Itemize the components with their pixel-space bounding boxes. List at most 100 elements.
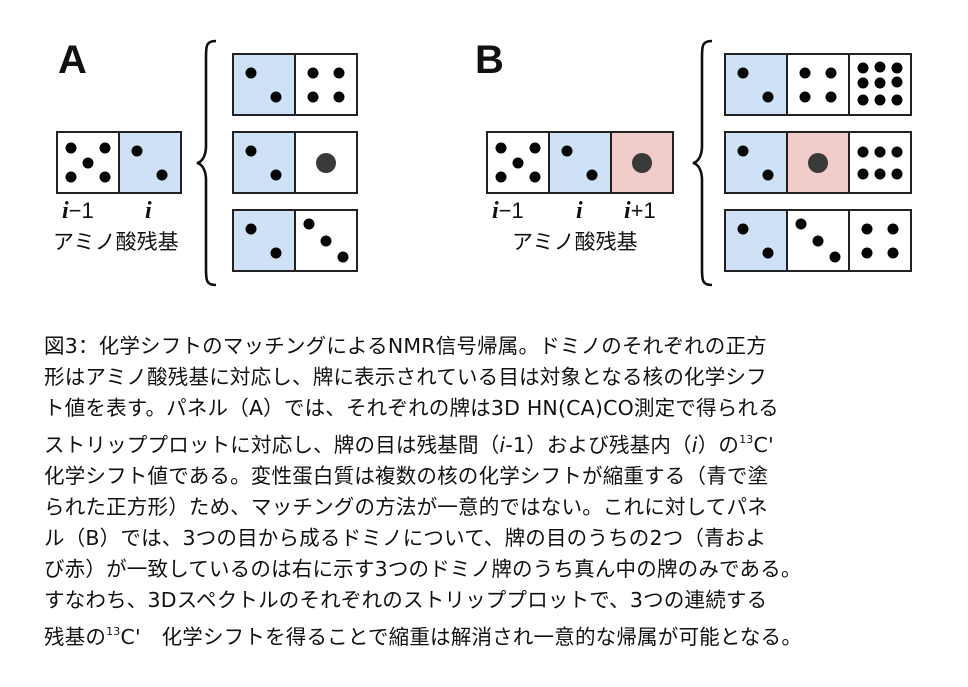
pip-dot (65, 171, 77, 183)
caption-line: ト値を表す。パネル（A）では、それぞれの牌は3D HN(CA)CO測定で得られる (44, 396, 779, 420)
pip-dot (561, 145, 573, 157)
domino-square-white (294, 53, 358, 116)
pip-dot (333, 91, 345, 103)
pip-dot (874, 61, 886, 73)
panel-a-candidate-domino (232, 131, 358, 194)
caption-text: C' (753, 433, 774, 457)
caption-text: 残基の (44, 625, 107, 649)
domino-square-blue (232, 209, 296, 272)
domino-square-blue (724, 131, 788, 194)
pip-dot (891, 62, 903, 74)
domino-square-blue (232, 53, 296, 116)
panel-b-label: B (475, 38, 504, 82)
panel-a-residue-caption: アミノ酸残基 (53, 230, 179, 254)
panel-a-query-domino (56, 131, 182, 194)
pip-dot (99, 171, 111, 183)
italic-i: i (492, 198, 499, 224)
domino-square-blue (724, 53, 788, 116)
caption-text: -1）および残基内（ (505, 433, 692, 457)
italic-i: i (576, 198, 583, 224)
pip-dot (529, 171, 541, 183)
pip-dot (737, 223, 749, 235)
caption-line: られた正方形）ため、マッチングの方法が一意的ではない。これに対してパネ (44, 495, 768, 519)
pip-dot (861, 247, 873, 259)
pip-dot (795, 218, 807, 230)
caption-text: ）の (697, 433, 740, 457)
pip-dot (887, 223, 899, 235)
domino-square-white (294, 209, 358, 272)
minus-one: −1 (68, 198, 94, 223)
domino-square-white (486, 131, 550, 194)
pip-dot (333, 67, 345, 79)
pip-dot (799, 91, 811, 103)
pip-dot (825, 91, 837, 103)
minus-one: −1 (498, 198, 524, 223)
pip-dot (316, 152, 336, 173)
caption-line: 化学シフト値である。変性蛋白質は複数の核の化学シフトが縮重する（青で塗 (44, 464, 769, 488)
italic-i: i (62, 198, 69, 224)
pip-dot (307, 67, 319, 79)
domino-square-blue (118, 131, 182, 194)
pip-dot (632, 152, 652, 173)
pip-dot (65, 142, 77, 154)
pip-dot (874, 146, 886, 158)
caption-line: び赤）が一致しているのは右に示す3つのドミノ牌のうち真ん中の牌のみである。 (44, 557, 802, 581)
pip-dot (245, 145, 257, 157)
domino-square-blue (724, 209, 788, 272)
panel-a-candidate-domino (232, 209, 358, 272)
pip-dot (337, 251, 349, 263)
pip-dot (857, 168, 869, 180)
pip-dot (857, 94, 869, 106)
pip-dot (874, 168, 886, 180)
pip-dot (861, 223, 873, 235)
panel-b-label-i-minus-1: i−1 (492, 198, 524, 225)
pip-dot (762, 169, 774, 181)
pip-dot (495, 142, 507, 154)
italic-i: i (624, 198, 631, 224)
pip-dot (874, 77, 886, 89)
pip-dot (99, 142, 111, 154)
panel-b-label-i-plus-1: i+1 (624, 198, 656, 225)
panel-b-candidate-domino (724, 131, 912, 194)
pip-dot (762, 247, 774, 259)
pip-dot (495, 171, 507, 183)
pip-dot (891, 146, 903, 158)
panel-b-label-i: i (576, 198, 583, 225)
pip-dot (808, 152, 828, 173)
domino-square-white (294, 131, 358, 194)
pip-dot (812, 235, 824, 246)
plus-one: +1 (630, 198, 656, 223)
panel-a-candidate-domino (232, 53, 358, 116)
figure-caption: 図3：化学シフトのマッチングによるNMR信号帰属。ドミノのそれぞれの正方 形はア… (44, 331, 954, 653)
domino-square-white (56, 131, 120, 194)
caption-superscript: 13 (106, 625, 121, 638)
pip-dot (887, 247, 899, 259)
pip-dot (891, 76, 903, 88)
caption-text: ストリッププロットに対応し、牌の目は残基間（ (44, 433, 500, 457)
pip-dot (857, 62, 869, 74)
domino-square-white (848, 53, 912, 116)
pip-dot (245, 67, 257, 79)
pip-dot (320, 235, 332, 246)
panel-b-query-domino (486, 131, 674, 194)
pip-dot (829, 251, 841, 263)
pip-dot (857, 146, 869, 158)
pip-dot (512, 157, 524, 168)
panel-b-residue-caption: アミノ酸残基 (512, 230, 638, 254)
pip-dot (857, 77, 869, 89)
domino-square-pink (786, 131, 850, 194)
pip-dot (303, 218, 315, 230)
italic-i: i (145, 198, 152, 224)
caption-line: ル（B）では、3つの目から成るドミノについて、牌の目のうちの2つ（青およ (44, 526, 767, 550)
panel-a-brace (196, 39, 217, 287)
pip-dot (825, 67, 837, 79)
pip-dot (891, 168, 903, 180)
pip-dot (586, 169, 598, 181)
domino-square-pink (610, 131, 674, 194)
caption-italic-i: i (499, 433, 506, 457)
pip-dot (245, 223, 257, 235)
pip-dot (82, 157, 94, 168)
domino-square-blue (232, 131, 296, 194)
caption-line: 残基の13C' 化学シフトを得ることで縮重は解消され一意的な帰属が可能となる。 (44, 616, 954, 653)
pip-dot (270, 247, 282, 259)
